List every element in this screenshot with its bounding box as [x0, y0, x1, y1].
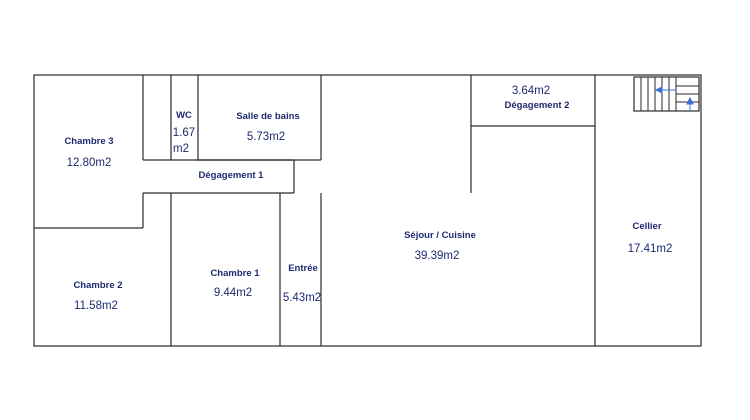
room-name-wc: WC — [176, 110, 192, 121]
stair-arrow-left-icon — [654, 86, 663, 94]
room-area-cellier: 17.41m2 — [628, 243, 673, 255]
room-area-degagement2: 3.64m2 — [512, 85, 550, 97]
room-name-degagement2: Dégagement 2 — [505, 100, 570, 111]
room-area-entree: 5.43m2 — [283, 292, 321, 304]
room-area-chambre3: 12.80m2 — [67, 157, 112, 169]
room-area-wc-line1: 1.67 — [173, 127, 195, 139]
room-name-degagement1: Dégagement 1 — [199, 170, 265, 181]
room-name-cellier: Cellier — [632, 221, 661, 232]
stair-arrow-up-icon — [686, 96, 694, 105]
room-area-chambre1: 9.44m2 — [214, 287, 252, 299]
room-area-wc-line2: m2 — [173, 143, 189, 155]
room-name-chambre3: Chambre 3 — [64, 136, 113, 147]
room-area-salle-de-bains: 5.73m2 — [247, 131, 285, 143]
room-name-chambre2: Chambre 2 — [73, 280, 122, 291]
room-name-entree: Entrée — [288, 263, 318, 274]
room-area-chambre2: 11.58m2 — [74, 300, 118, 312]
staircase-icon — [633, 76, 700, 112]
outer-wall — [33, 74, 702, 347]
room-name-sejour-cuisine: Séjour / Cuisine — [404, 230, 476, 241]
room-name-chambre1: Chambre 1 — [210, 268, 260, 279]
room-name-salle-de-bains: Salle de bains — [236, 111, 299, 122]
room-area-sejour-cuisine: 39.39m2 — [415, 250, 460, 262]
